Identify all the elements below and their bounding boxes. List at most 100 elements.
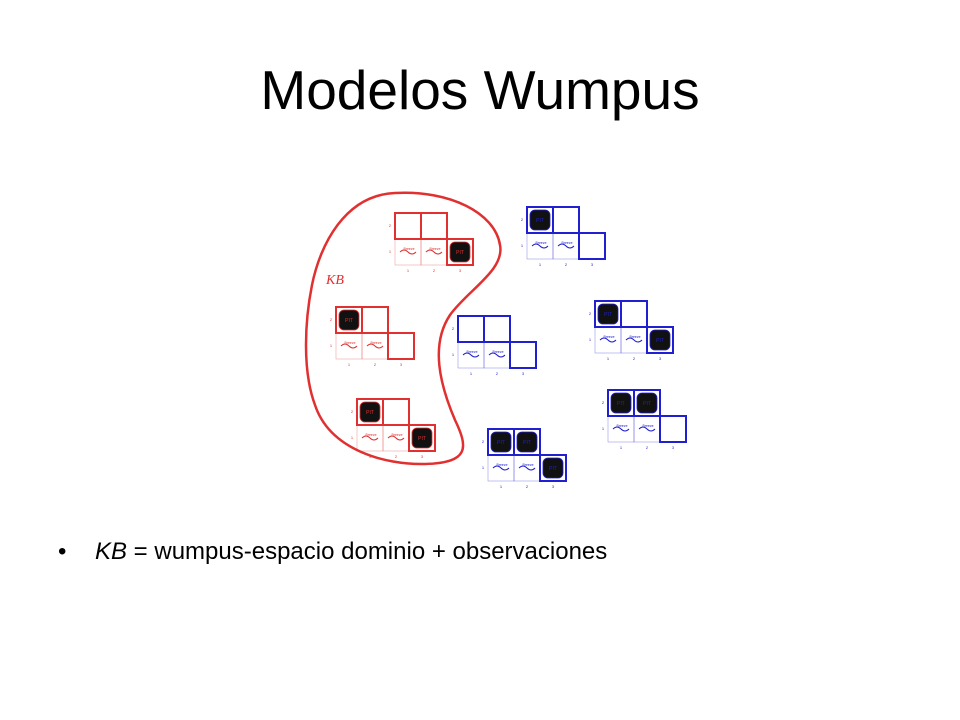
- unknown-cell: [446, 238, 474, 266]
- row-label: 1: [602, 426, 605, 431]
- unknown-cell: [387, 332, 415, 360]
- breeze-icon: [625, 337, 643, 343]
- unknown-cell: [620, 300, 648, 328]
- breeze-icon: [462, 352, 480, 358]
- col-label: 1: [407, 268, 410, 273]
- row-label: 2: [602, 400, 605, 405]
- col-label: 3: [421, 454, 424, 459]
- pit-icon: [597, 303, 619, 325]
- pit-icon: [411, 427, 433, 449]
- pit-label: PIT: [604, 312, 612, 318]
- col-label: 3: [552, 484, 555, 489]
- unknown-cell: [578, 232, 606, 260]
- pit-label: PIT: [656, 338, 664, 344]
- col-label: 2: [433, 268, 436, 273]
- pit-label: PIT: [418, 436, 426, 442]
- row-label: 1: [482, 465, 485, 470]
- pit-icon: [636, 392, 658, 414]
- unknown-cell: [539, 454, 567, 482]
- breeze-label: Breeze: [616, 424, 627, 428]
- breeze-icon: [425, 249, 443, 255]
- pit-label: PIT: [345, 318, 353, 324]
- kb-boundary: [304, 191, 502, 466]
- breeze-icon: [531, 243, 549, 249]
- breeze-label: Breeze: [466, 350, 477, 354]
- breeze-icon: [557, 243, 575, 249]
- breeze-icon: [387, 435, 405, 441]
- breeze-label: Breeze: [370, 341, 381, 345]
- row-label: 2: [452, 326, 455, 331]
- row-label: 2: [330, 317, 333, 322]
- breeze-label: Breeze: [561, 241, 572, 245]
- pit-icon: [649, 329, 671, 351]
- col-label: 3: [591, 262, 594, 267]
- row-label: 2: [521, 217, 524, 222]
- bullet-text: = wumpus-espacio dominio + observaciones: [127, 538, 608, 565]
- col-label: 1: [369, 454, 372, 459]
- breeze-icon: [488, 352, 506, 358]
- unknown-cell: [552, 206, 580, 234]
- row-label: 1: [452, 352, 455, 357]
- unknown-cell: [659, 415, 687, 443]
- row-label: 2: [482, 439, 485, 444]
- unknown-cell: [457, 315, 485, 343]
- breeze-icon: [612, 426, 630, 432]
- pit-icon: [338, 309, 360, 331]
- col-label: 3: [459, 268, 462, 273]
- row-label: 2: [351, 409, 354, 414]
- breeze-label: Breeze: [642, 424, 653, 428]
- pit-label: PIT: [643, 401, 651, 407]
- unknown-cell: [646, 326, 674, 354]
- breeze-label: Breeze: [535, 241, 546, 245]
- pit-icon: [449, 241, 471, 263]
- breeze-label: Breeze: [522, 463, 533, 467]
- pit-icon: [542, 457, 564, 479]
- col-label: 2: [565, 262, 568, 267]
- breeze-label: Breeze: [496, 463, 507, 467]
- breeze-label: Breeze: [629, 335, 640, 339]
- col-label: 2: [633, 356, 636, 361]
- breeze-label: Breeze: [391, 433, 402, 437]
- breeze-icon: [361, 435, 379, 441]
- breeze-icon: [518, 465, 536, 471]
- pit-icon: [490, 431, 512, 453]
- unknown-cell: [382, 398, 410, 426]
- breeze-label: Breeze: [365, 433, 376, 437]
- row-label: 1: [389, 249, 392, 254]
- unknown-cell: [483, 315, 511, 343]
- bullet-item: •KB = wumpus-espacio dominio + observaci…: [58, 538, 607, 566]
- pit-label: PIT: [549, 466, 557, 472]
- pit-label: PIT: [456, 250, 464, 256]
- unknown-cell: [361, 306, 389, 334]
- unknown-cell: [420, 212, 448, 240]
- col-label: 1: [539, 262, 542, 267]
- breeze-label: Breeze: [603, 335, 614, 339]
- pit-icon: [610, 392, 632, 414]
- breeze-label: Breeze: [403, 247, 414, 251]
- unknown-cell: [633, 389, 661, 417]
- col-label: 2: [395, 454, 398, 459]
- col-label: 2: [646, 445, 649, 450]
- pit-icon: [516, 431, 538, 453]
- pit-label: PIT: [617, 401, 625, 407]
- kb-label: KB: [325, 273, 344, 288]
- pit-label: PIT: [523, 440, 531, 446]
- breeze-icon: [399, 249, 417, 255]
- pit-icon: [359, 401, 381, 423]
- breeze-icon: [492, 465, 510, 471]
- row-label: 2: [589, 311, 592, 316]
- slide-title: Modelos Wumpus: [260, 59, 700, 121]
- col-label: 3: [522, 371, 525, 376]
- breeze-icon: [340, 343, 358, 349]
- unknown-cell: [394, 212, 422, 240]
- row-label: 1: [330, 343, 333, 348]
- unknown-cell: [408, 424, 436, 452]
